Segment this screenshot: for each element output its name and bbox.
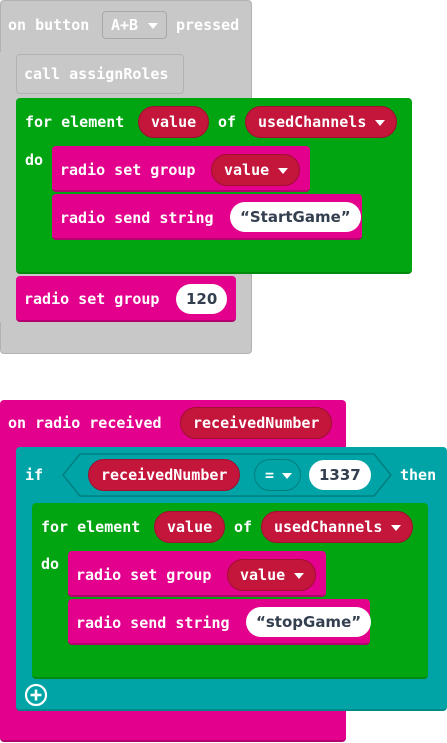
- for-element-label: for element: [41, 518, 141, 536]
- of-label: of: [234, 518, 253, 536]
- chevron-down-icon: [375, 120, 386, 126]
- chevron-down-icon: [282, 473, 293, 479]
- for-variable[interactable]: value: [154, 511, 226, 543]
- list-variable[interactable]: usedChannels: [245, 106, 398, 138]
- radio-send-string-block[interactable]: [68, 599, 370, 645]
- of-label: of: [218, 113, 237, 131]
- if-label: if: [25, 466, 44, 484]
- condition-variable[interactable]: receivedNumber: [88, 459, 241, 491]
- radio-send-string-label: radio send string: [60, 209, 214, 227]
- on-radio-received-label: on radio received: [8, 414, 162, 432]
- button-dropdown-value: A+B: [111, 16, 139, 34]
- send-string-input[interactable]: “StartGame”: [230, 202, 361, 232]
- do-label: do: [25, 151, 44, 169]
- radio-set-group-final-label: radio set group: [24, 290, 160, 308]
- comparison-operator-label: =: [265, 466, 275, 484]
- group-number-input[interactable]: 120: [176, 284, 228, 314]
- set-group-variable-label: value: [224, 161, 270, 179]
- send-string-value: StartGame: [249, 208, 341, 226]
- call-assign-roles-block[interactable]: [16, 54, 184, 94]
- chevron-down-icon: [391, 525, 402, 531]
- comparison-value-input[interactable]: 1337: [309, 460, 371, 490]
- plus-circle-icon[interactable]: [24, 683, 48, 707]
- on-button-label: on button: [8, 16, 90, 34]
- for-element-label: for element: [25, 113, 125, 131]
- list-variable-label: usedChannels: [274, 518, 383, 536]
- chevron-down-icon: [278, 168, 289, 174]
- list-variable-label: usedChannels: [258, 113, 367, 131]
- list-variable[interactable]: usedChannels: [261, 511, 414, 543]
- send-string-value: stopGame: [265, 613, 352, 631]
- for-variable[interactable]: value: [138, 106, 210, 138]
- then-label: then: [400, 466, 437, 484]
- radio-set-group-label: radio set group: [76, 566, 212, 584]
- comparison-operator[interactable]: =: [254, 459, 302, 491]
- radio-set-group-label: radio set group: [60, 161, 196, 179]
- call-assign-roles-label: call assignRoles: [24, 65, 169, 83]
- set-group-variable[interactable]: value: [211, 154, 301, 186]
- set-group-variable[interactable]: value: [227, 559, 317, 591]
- do-label: do: [41, 555, 60, 573]
- set-group-variable-label: value: [240, 566, 286, 584]
- chevron-down-icon: [294, 573, 305, 579]
- send-string-input[interactable]: “stopGame”: [246, 607, 372, 637]
- chevron-down-icon: [148, 23, 159, 29]
- button-dropdown[interactable]: A+B: [102, 11, 168, 39]
- received-number-parameter[interactable]: receivedNumber: [180, 407, 333, 439]
- pressed-label: pressed: [176, 16, 240, 34]
- radio-send-string-label: radio send string: [76, 614, 230, 632]
